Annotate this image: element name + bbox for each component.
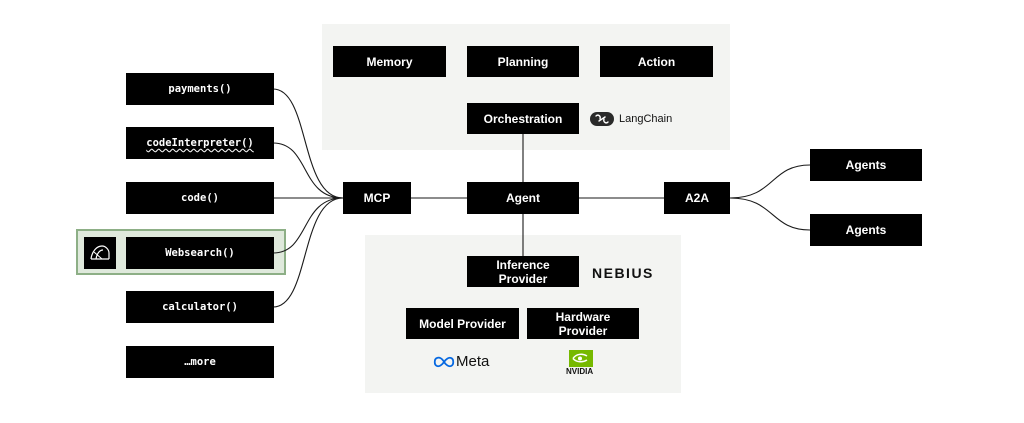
connector-payments [272,88,344,199]
planning-label: Planning [497,54,549,69]
agents-node-bottom: Agents [810,214,922,246]
meta-wordmark: Meta [456,353,490,370]
tool-websearch: Websearch() [126,237,274,269]
tool-label: calculator() [162,301,238,313]
websearch-dome-icon [90,245,110,260]
websearch-icon-tile [84,237,116,269]
connector-a2a-agents-top [729,164,811,199]
nvidia-eye-icon [569,350,593,367]
connector-a2a-agents-bottom [729,197,811,231]
inference-provider-node: Inference Provider [467,256,579,287]
nvidia-wordmark: NVIDIA [566,367,594,376]
tool-label: …more [184,356,216,368]
langchain-link-icon [595,114,609,124]
mcp-node: MCP [343,182,411,214]
action-label: Action [637,54,676,69]
model-provider-node: Model Provider [406,308,519,339]
inference-provider-label: Inference Provider [496,257,550,286]
agents-node-top: Agents [810,149,922,181]
tool-label: Websearch() [165,247,235,259]
tool-label: payments() [168,83,232,95]
orchestration-node: Orchestration [467,103,579,134]
hardware-provider-node: Hardware Provider [527,308,639,339]
connector-websearch [272,197,344,254]
memory-label: Memory [366,54,413,69]
tool-label: code() [181,192,219,204]
orchestration-label: Orchestration [483,111,563,126]
tool-calculator: calculator() [126,291,274,323]
connector-codeinterpreter [272,142,344,199]
tool-codeinterpreter: codeInterpreter() [126,127,274,159]
nebius-wordmark: NEBIUS [592,265,654,281]
agent-label: Agent [506,191,540,205]
agents-label: Agents [845,223,887,237]
agents-label: Agents [845,158,887,172]
planning-node: Planning [467,46,579,77]
memory-node: Memory [333,46,446,77]
agent-node: Agent [467,182,579,214]
tool-more: …more [126,346,274,378]
tool-payments: payments() [126,73,274,105]
a2a-node: A2A [664,182,730,214]
hardware-provider-label: Hardware Provider [555,309,611,338]
connector-calculator [272,197,344,308]
langchain-logo [590,112,614,126]
a2a-label: A2A [684,191,709,205]
langchain-wordmark: LangChain [619,113,673,125]
action-node: Action [600,46,713,77]
meta-infinity-icon [433,356,455,368]
mcp-label: MCP [363,191,391,205]
tool-label: codeInterpreter() [146,137,254,149]
tool-code: code() [126,182,274,214]
model-provider-label: Model Provider [419,316,506,331]
